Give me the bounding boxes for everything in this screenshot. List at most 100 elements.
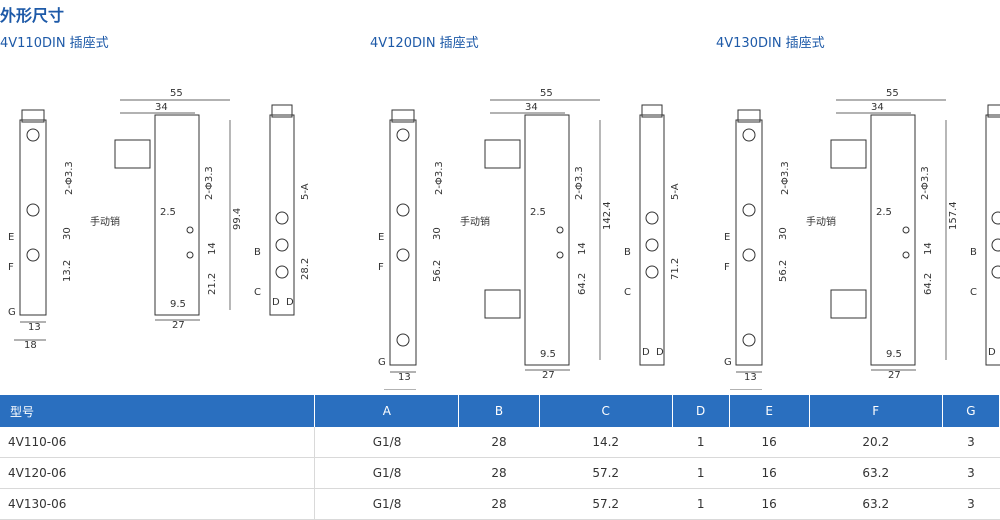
col-header-4: D <box>672 395 730 427</box>
dim-label: E <box>8 232 14 243</box>
dim-label: D <box>656 347 664 358</box>
din-plug <box>830 139 867 169</box>
dim-label: C <box>254 287 261 298</box>
dimension-drawings: EFG2-Φ3.33013.21318553499.42-Φ3.31421.22… <box>8 88 1000 390</box>
port-circle <box>275 211 289 225</box>
table-cell: 3 <box>942 427 1000 458</box>
port-circle <box>991 265 1000 279</box>
right-cap <box>641 104 663 118</box>
coil-cap <box>21 109 45 123</box>
dim-label: 142.4 <box>602 201 613 230</box>
table-cell: G1/8 <box>314 488 459 520</box>
dim-label: 9.5 <box>886 349 902 360</box>
dim-label: 14 <box>577 242 588 255</box>
dim-label: 34 <box>871 102 884 113</box>
dim-label: 34 <box>525 102 538 113</box>
dim-label: 71.2 <box>670 258 681 280</box>
page-title: 外形尺寸 <box>0 6 65 25</box>
dim-label: 9.5 <box>170 299 186 310</box>
port-circle <box>186 251 194 259</box>
dim-label: B <box>624 247 631 258</box>
dim-label: 27 <box>172 320 185 331</box>
port-circle <box>902 251 910 259</box>
dim-label: D <box>642 347 650 358</box>
dim-label: D <box>286 297 294 308</box>
col-header-2: B <box>458 395 540 427</box>
port-circle <box>556 226 564 234</box>
table-cell: 4V110-06 <box>0 427 316 458</box>
side-body <box>735 119 763 366</box>
table-cell: 63.2 <box>809 488 943 520</box>
side-body <box>389 119 417 366</box>
port-circle <box>26 203 40 217</box>
port-circle <box>742 248 756 262</box>
dim-label: 30 <box>432 227 443 240</box>
dim-label: 13 <box>28 322 41 333</box>
dim-label: 27 <box>888 370 901 381</box>
dim-label: 30 <box>778 227 789 240</box>
dim-label: D <box>988 347 996 358</box>
dim-label: 55 <box>170 88 183 99</box>
dim-label: F <box>378 262 384 273</box>
col-header-1: A <box>314 395 460 427</box>
dim-label: D <box>272 297 280 308</box>
table-cell: G1/8 <box>314 457 459 489</box>
dim-label: 27 <box>542 370 555 381</box>
port-circle <box>645 238 659 252</box>
dim-label: 21.2 <box>207 273 218 295</box>
port-circle <box>396 203 410 217</box>
table-cell: 57.2 <box>539 488 673 520</box>
port-circle <box>902 226 910 234</box>
dim-label: 5-A <box>670 183 681 200</box>
dim-label: B <box>970 247 977 258</box>
right-cap <box>987 104 1000 118</box>
port-circle <box>742 203 756 217</box>
dim-label: 2.5 <box>876 207 892 218</box>
dim-label: 2.5 <box>160 207 176 218</box>
col-header-5: E <box>729 395 810 427</box>
dim-label: 2-Φ3.3 <box>204 166 215 200</box>
dim-label: 56.2 <box>432 260 443 282</box>
col-header-3: C <box>539 395 673 427</box>
port-circle <box>396 333 410 347</box>
dim-label: 64.2 <box>923 273 934 295</box>
port-circle <box>742 333 756 347</box>
front-body <box>154 114 200 316</box>
dim-label: 14 <box>923 242 934 255</box>
table-cell: 28 <box>458 457 540 489</box>
dim-label: 13.2 <box>62 260 73 282</box>
side-body <box>19 119 47 316</box>
dim-label: E <box>724 232 730 243</box>
right-cap <box>271 104 293 118</box>
right-body <box>985 114 1000 366</box>
din-plug-lower <box>484 289 521 319</box>
port-circle <box>645 211 659 225</box>
dim-label: 55 <box>540 88 553 99</box>
dim-label: C <box>970 287 977 298</box>
dim-label: 34 <box>155 102 168 113</box>
table-cell: 1 <box>672 457 730 489</box>
coil-cap <box>391 109 415 123</box>
table-cell: 63.2 <box>809 457 943 489</box>
port-circle <box>556 251 564 259</box>
din-plug <box>484 139 521 169</box>
dim-label: 手动销 <box>460 215 490 228</box>
dim-label: 18 <box>24 340 37 351</box>
dim-label: 2-Φ3.3 <box>434 161 445 195</box>
port-circle <box>991 211 1000 225</box>
front-body <box>870 114 916 366</box>
dim-label: G <box>8 307 16 318</box>
col-header-6: F <box>809 395 943 427</box>
port-circle <box>645 265 659 279</box>
table-cell: 4V130-06 <box>0 488 316 520</box>
table-cell: 14.2 <box>539 427 673 458</box>
dim-label: G <box>724 357 732 368</box>
dim-label: 99.4 <box>232 208 243 230</box>
dim-label: 55 <box>886 88 899 99</box>
table-cell: 28 <box>458 427 540 458</box>
din-plug <box>114 139 151 169</box>
dim-label: 2-Φ3.3 <box>574 166 585 200</box>
